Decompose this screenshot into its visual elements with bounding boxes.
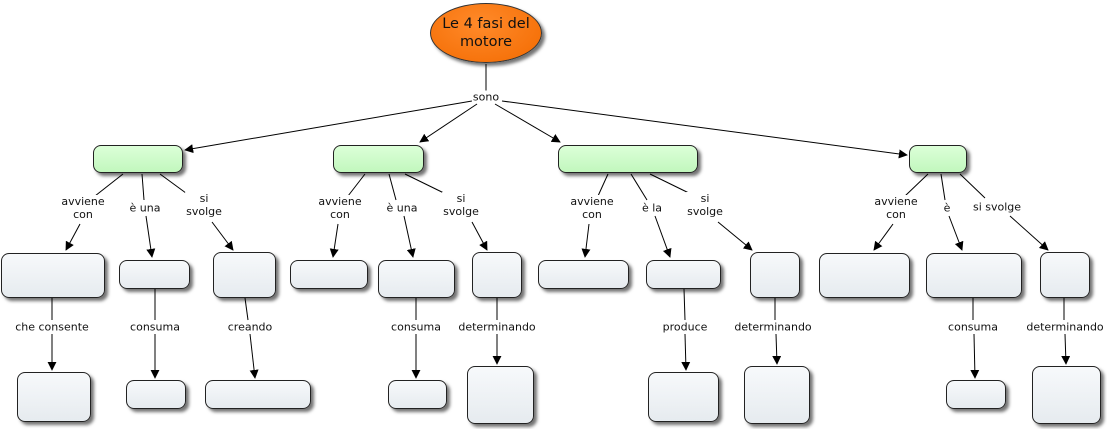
- link-p1-creando-a: [244, 297, 249, 321]
- link-p3-e-la-a: [630, 173, 648, 201]
- link-label-p1-e-una: è una: [128, 201, 162, 215]
- link-p2-avviene-b: [329, 223, 339, 258]
- concept-node-1a-child[interactable]: [17, 372, 91, 422]
- phase-node-3[interactable]: [558, 145, 698, 173]
- link-label-p4-determinando: determinando: [1025, 320, 1105, 334]
- concept-node-1c[interactable]: [213, 252, 276, 298]
- link-label-p1-avviene-con: avviene con: [60, 195, 106, 221]
- link-p3-avviene-b: [581, 223, 591, 258]
- phase-node-1[interactable]: [93, 145, 183, 173]
- concept-node-3c[interactable]: [750, 252, 800, 298]
- link-p4-svolge-a: [959, 173, 986, 199]
- link-p1-svolge-a: [159, 173, 191, 197]
- concept-node-1a[interactable]: [1, 253, 105, 298]
- link-p1-avviene-b: [65, 223, 81, 251]
- link-label-p3-produce: produce: [661, 320, 709, 334]
- link-p1-e-una-a: [141, 173, 145, 201]
- phase-node-4[interactable]: [909, 145, 967, 173]
- link-p4-svolge-b: [1009, 215, 1049, 251]
- link-p3-avviene-a: [597, 173, 609, 197]
- link-p4-e-a: [940, 173, 946, 201]
- link-p1-e-una-b: [145, 215, 156, 258]
- link-label-p1-consuma: consuma: [129, 320, 181, 334]
- concept-node-4c-child[interactable]: [1032, 366, 1101, 424]
- link-p2-svolge-b: [471, 221, 488, 251]
- link-sono-phase-2: [419, 103, 478, 143]
- link-p2-e-una-a: [388, 173, 397, 201]
- link-p1-creando-b: [249, 333, 259, 379]
- link-label-p3-determinando: determinando: [733, 320, 813, 334]
- link-p4-determinando-b: [1061, 333, 1071, 365]
- link-p4-avviene-b: [873, 223, 894, 251]
- link-label-p2-determinando: determinando: [457, 320, 537, 334]
- link-label-p2-si-svolge: si svolge: [442, 192, 480, 218]
- concept-node-2b[interactable]: [378, 260, 455, 298]
- phase-node-2[interactable]: [333, 145, 424, 173]
- link-label-p3-avviene-con: avviene con: [569, 195, 615, 221]
- link-label-p4-avviene-con: avviene con: [873, 195, 919, 221]
- root-node[interactable]: Le 4 fasi del motore: [430, 3, 542, 63]
- link-p3-determinando-b: [772, 333, 782, 365]
- link-label-p1-creando: creando: [226, 320, 274, 334]
- link-label-p2-avviene-con: avviene con: [317, 195, 363, 221]
- link-label-p4-si-svolge: si svolge: [971, 200, 1023, 214]
- link-p3-produce-b: [681, 333, 691, 371]
- concept-node-3b[interactable]: [646, 260, 721, 289]
- link-label-p4-consuma: consuma: [947, 320, 999, 334]
- concept-node-4b[interactable]: [926, 253, 1022, 298]
- concept-node-2b-child[interactable]: [388, 380, 447, 409]
- link-p3-produce-a: [683, 288, 686, 321]
- link-p4-e-b: [948, 215, 964, 251]
- root-title: Le 4 fasi del motore: [442, 16, 530, 50]
- concept-node-3b-child[interactable]: [648, 372, 719, 422]
- concept-node-4b-child[interactable]: [946, 380, 1006, 409]
- concept-node-2a[interactable]: [290, 260, 368, 289]
- link-label-p1-si-svolge: si svolge: [185, 192, 223, 218]
- link-label-p1-che-consente: che consente: [14, 320, 90, 334]
- link-p1-avviene-a: [94, 173, 124, 197]
- link-label-p3-e-la: è la: [640, 201, 664, 215]
- link-p4-consuma-b: [970, 333, 980, 379]
- link-sono-phase-1: [184, 100, 473, 154]
- concept-node-1b-child[interactable]: [126, 380, 186, 409]
- link-label-p2-e-una: è una: [385, 201, 419, 215]
- concept-node-1b[interactable]: [119, 260, 190, 289]
- link-p2-e-una-b: [403, 215, 416, 258]
- link-p2-avviene-a: [347, 173, 366, 197]
- concept-node-2c[interactable]: [472, 252, 522, 298]
- link-sono-phase-4: [501, 100, 908, 159]
- concept-node-1c-child[interactable]: [205, 380, 311, 409]
- link-p3-svolge-b: [717, 221, 753, 251]
- concept-node-3a[interactable]: [538, 260, 629, 289]
- concept-node-2c-child[interactable]: [467, 366, 534, 424]
- link-label-p2-consuma: consuma: [390, 320, 442, 334]
- concept-node-3c-child[interactable]: [744, 366, 810, 424]
- concept-node-4c[interactable]: [1040, 252, 1090, 298]
- concept-node-4a[interactable]: [819, 253, 910, 298]
- link-p4-avviene-a: [904, 173, 929, 197]
- link-label-p4-e: è: [942, 201, 952, 215]
- link-p1-svolge-b: [211, 221, 234, 251]
- link-label-p3-si-svolge: si svolge: [686, 192, 724, 218]
- link-sono-phase-3: [494, 103, 561, 143]
- link-p3-e-la-b: [654, 215, 672, 258]
- link-label-sono: sono: [471, 90, 501, 104]
